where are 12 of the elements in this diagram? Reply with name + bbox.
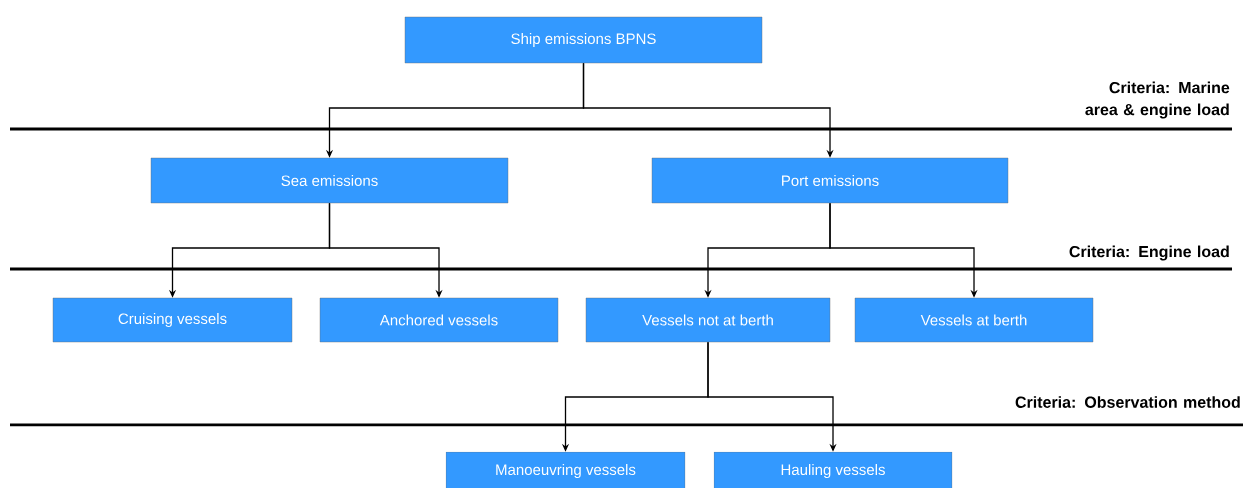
criteria-label: Criteria: Engine load — [1069, 245, 1229, 261]
criteria-label: Criteria: Observation method — [1015, 396, 1240, 408]
process-box: Anchored vessels — [319, 297, 559, 343]
criteria-label: Criteria: Marine area & engine load — [1085, 81, 1230, 119]
process-box: Vessels not at berth — [585, 297, 831, 343]
process-box: Ship emissions BPNS — [404, 16, 763, 64]
process-box: Vessels at berth — [854, 297, 1094, 343]
process-box: Cruising vessels — [52, 297, 293, 343]
process-box: Manoeuvring vessels — [445, 451, 686, 488]
process-box: Hauling vessels — [713, 451, 953, 488]
process-box: Port emissions — [651, 157, 1009, 204]
process-box: Sea emissions — [150, 157, 509, 204]
